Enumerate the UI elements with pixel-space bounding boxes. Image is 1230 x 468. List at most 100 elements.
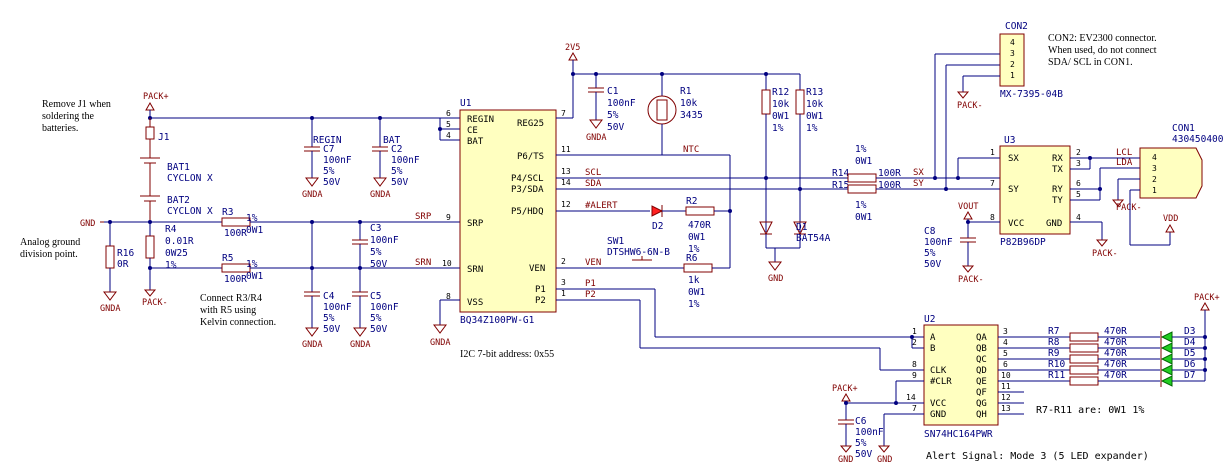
svg-text:SRN: SRN — [467, 265, 483, 275]
svg-text:100nF: 100nF — [323, 155, 352, 166]
net-sy: SY — [913, 179, 924, 189]
note-i2c-address: I2C 7-bit address: 0x55 — [460, 349, 554, 360]
svg-text:5%: 5% — [855, 438, 867, 449]
svg-text:BAT2: BAT2 — [167, 195, 190, 206]
svg-text:6: 6 — [446, 109, 451, 118]
capacitor-c3: C3 100nF 5% 50V — [352, 222, 399, 270]
ic-u1: U1 BQ34Z100PW-G1 REGIN CE BAT SRP SRN VS… — [442, 98, 571, 326]
svg-text:12: 12 — [1001, 393, 1011, 402]
net-scl: SCL — [585, 168, 601, 178]
svg-text:0W25: 0W25 — [165, 248, 188, 259]
svg-text:7: 7 — [912, 404, 917, 413]
svg-text:CON1: CON1 — [1172, 123, 1195, 134]
resistor-r5: R5 1% 100R 0W1 — [221, 253, 263, 285]
led-row-3: R9 470R D5 — [998, 348, 1205, 365]
svg-text:1%: 1% — [246, 259, 258, 270]
svg-text:PACK-: PACK- — [957, 101, 983, 111]
svg-text:1: 1 — [1010, 71, 1015, 80]
note-kelvin: Connect R3/R4 with R5 using Kelvin conne… — [200, 293, 276, 328]
svg-text:100nF: 100nF — [391, 155, 420, 166]
note-con2-line1: CON2: EV2300 connector. — [1048, 33, 1157, 44]
svg-text:TY: TY — [1052, 196, 1063, 206]
svg-text:C1: C1 — [607, 86, 619, 97]
svg-text:C5: C5 — [370, 291, 381, 302]
svg-text:9: 9 — [446, 213, 451, 222]
svg-text:5%: 5% — [391, 166, 403, 177]
svg-text:D5: D5 — [1184, 348, 1195, 359]
diode-d1: GND D1 BAT54A — [759, 221, 831, 284]
capacitor-c8: C8 100nF 5% 50V PACK- — [924, 226, 984, 285]
net-ntc: NTC — [683, 145, 699, 155]
resistor-r16: R16 0R GNDA — [100, 222, 134, 314]
svg-text:P82B96DP: P82B96DP — [1000, 237, 1046, 248]
svg-text:REG25: REG25 — [517, 119, 544, 129]
svg-text:5%: 5% — [370, 313, 382, 324]
svg-text:8: 8 — [990, 213, 995, 222]
note-con2-line3: SDA/ SCL in CON1. — [1048, 57, 1133, 68]
svg-text:GND: GND — [768, 274, 783, 284]
svg-text:1: 1 — [1152, 186, 1157, 195]
svg-text:#CLR: #CLR — [930, 377, 952, 387]
svg-text:QD: QD — [976, 366, 987, 376]
note-con2: CON2: EV2300 connector. When used, do no… — [1048, 33, 1157, 68]
svg-text:470R: 470R — [688, 220, 711, 231]
svg-text:2V5: 2V5 — [565, 43, 580, 53]
resistor-r3: R3 1% 100R 0W1 — [221, 207, 263, 239]
svg-text:GNDA: GNDA — [302, 340, 322, 350]
svg-text:GNDA: GNDA — [430, 338, 450, 348]
svg-text:VDD: VDD — [1163, 214, 1178, 224]
svg-text:1%: 1% — [688, 299, 700, 310]
led-row-1: R7 470R D3 — [998, 326, 1205, 343]
net-ven: VEN — [585, 258, 601, 268]
svg-text:0W1: 0W1 — [772, 111, 789, 122]
svg-text:100nF: 100nF — [855, 427, 884, 438]
switch-sw1[interactable]: SW1 DTSHW6-6N-B — [607, 236, 670, 261]
svg-text:430450400: 430450400 — [1172, 134, 1224, 145]
svg-text:RY: RY — [1052, 185, 1063, 195]
led-d2: D2 — [651, 205, 663, 232]
svg-text:QH: QH — [976, 410, 987, 420]
resistor-r4: R4 0.01R 0W25 1% — [145, 222, 194, 290]
svg-text:R13: R13 — [806, 87, 823, 98]
svg-text:D4: D4 — [1184, 337, 1196, 348]
gnd-net-label: GND — [80, 219, 104, 229]
svg-text:100nF: 100nF — [370, 235, 399, 246]
svg-text:D3: D3 — [1184, 326, 1195, 337]
note-ground: Analog ground division point. — [20, 237, 80, 260]
svg-text:BQ34Z100PW-G1: BQ34Z100PW-G1 — [460, 315, 535, 326]
resistor-r6: R6 1k 0W1 1% — [683, 253, 713, 310]
battery-bat1: BAT1 CYCLON X — [140, 157, 213, 196]
svg-text:13: 13 — [561, 167, 571, 176]
net-srp: SRP — [415, 212, 432, 222]
svg-text:7: 7 — [561, 109, 566, 118]
capacitor-c1: C1 100nF 5% 50V GNDA — [586, 74, 636, 143]
capacitor-c6: C6 100nF 5% 50V GND — [838, 416, 884, 465]
svg-text:SY: SY — [1008, 185, 1019, 195]
svg-text:0W1: 0W1 — [806, 111, 823, 122]
resistor-r2: R2 470R 0W1 1% — [685, 196, 715, 255]
svg-text:11: 11 — [561, 145, 571, 154]
connector-con2: CON2 4 3 2 1 MX-7395-04B — [999, 21, 1063, 100]
svg-text:470R: 470R — [1104, 337, 1127, 348]
note-r7-r11: R7-R11 are: 0W1 1% — [1036, 405, 1144, 416]
svg-text:R7: R7 — [1048, 326, 1059, 337]
svg-text:0R: 0R — [117, 259, 129, 270]
net-sx: SX — [913, 168, 924, 178]
svg-text:DTSHW6-6N-B: DTSHW6-6N-B — [607, 247, 670, 258]
svg-text:PACK+: PACK+ — [832, 384, 858, 394]
svg-text:SN74HC164PWR: SN74HC164PWR — [924, 429, 993, 440]
svg-text:2: 2 — [1010, 60, 1015, 69]
svg-text:REGIN: REGIN — [467, 115, 494, 125]
svg-text:1%: 1% — [772, 123, 784, 134]
ic-u2: U2 SN74HC164PWR A B CLK #CLR VCC GND 1 2… — [906, 314, 1011, 440]
svg-text:R12: R12 — [772, 87, 789, 98]
svg-text:5%: 5% — [323, 166, 335, 177]
svg-text:C2: C2 — [391, 144, 402, 155]
svg-text:PACK+: PACK+ — [143, 92, 169, 102]
svg-text:470R: 470R — [1104, 348, 1127, 359]
svg-text:50V: 50V — [323, 324, 340, 335]
svg-text:100nF: 100nF — [323, 302, 352, 313]
resistor-r12: R12 10k 0W1 1% — [761, 74, 789, 232]
svg-text:0W1: 0W1 — [246, 225, 263, 236]
